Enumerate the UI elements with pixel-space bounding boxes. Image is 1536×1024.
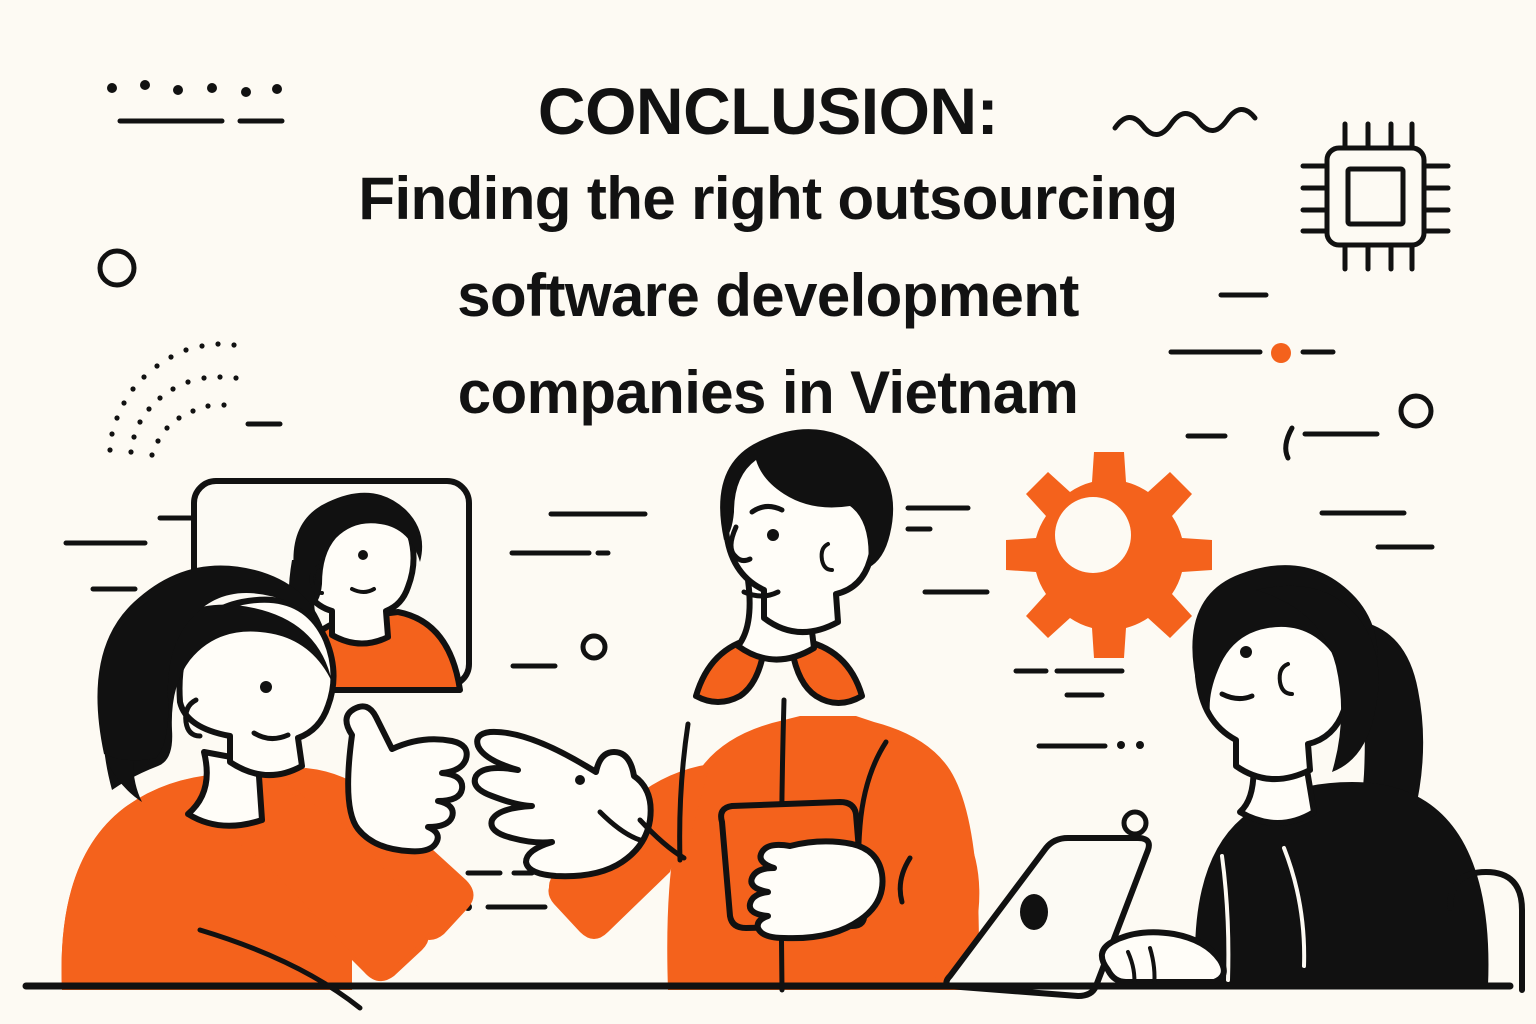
wl-hair-full bbox=[97, 565, 328, 761]
laptop-device bbox=[943, 835, 1152, 999]
mc-brow bbox=[749, 504, 785, 515]
circle-outline-mid bbox=[580, 633, 608, 661]
mc-open-hand bbox=[471, 728, 654, 880]
vc-hair bbox=[293, 492, 423, 608]
wl-eye bbox=[260, 681, 272, 693]
vc-eye bbox=[358, 550, 368, 560]
dash-cluster-right bbox=[1168, 292, 1380, 439]
wl-ear bbox=[183, 697, 203, 739]
mc-cuff-left bbox=[637, 817, 687, 861]
dash-cluster-far-right bbox=[1319, 510, 1435, 550]
wr-ear bbox=[1277, 662, 1294, 696]
curve-stroke-right bbox=[1283, 425, 1295, 461]
woman-left-pointing bbox=[61, 565, 474, 1011]
squiggle-wave bbox=[1112, 107, 1258, 137]
man-center-presenting bbox=[471, 429, 980, 993]
circle-outline-large bbox=[97, 248, 137, 288]
wr-eye bbox=[1240, 646, 1252, 658]
wl-arm-shape bbox=[220, 782, 430, 974]
vc-mouth bbox=[350, 587, 376, 594]
mc-left-seam bbox=[677, 721, 691, 863]
wr-mouth bbox=[1219, 691, 1255, 702]
wr-body bbox=[1194, 782, 1489, 986]
dotted-arc bbox=[107, 341, 239, 458]
orange-dot-accent bbox=[1271, 343, 1291, 363]
dash-cluster-lower bbox=[465, 870, 548, 910]
mc-right-hand bbox=[746, 838, 886, 942]
cpu-chip-icon bbox=[1300, 121, 1451, 272]
vc-ear bbox=[309, 565, 324, 595]
wl-pointing-hand bbox=[343, 703, 470, 855]
mc-right-arm bbox=[892, 776, 980, 980]
woman-right-typing bbox=[1099, 565, 1525, 993]
mc-hair bbox=[720, 429, 894, 568]
wr-typing-hand bbox=[1099, 929, 1227, 988]
gear-icon bbox=[1006, 452, 1212, 658]
dash-cluster-mid bbox=[509, 511, 648, 669]
mc-cuff-right bbox=[897, 855, 913, 905]
wr-arm-line bbox=[1282, 846, 1307, 968]
chair-back bbox=[1447, 869, 1525, 993]
wr-shoulder-line bbox=[1220, 854, 1231, 982]
mc-mouth bbox=[741, 589, 781, 599]
wr-hair-mass bbox=[1256, 585, 1379, 772]
mc-nose bbox=[728, 524, 753, 564]
circle-outline-center-low bbox=[1121, 809, 1149, 837]
circle-outline-right bbox=[1398, 393, 1434, 429]
laptop-logo bbox=[1020, 894, 1048, 930]
mc-collar-right bbox=[789, 637, 865, 706]
dot-row bbox=[107, 80, 282, 97]
wl-sleeve-fold bbox=[197, 927, 363, 1011]
wl-mouth bbox=[251, 730, 291, 741]
dash-cluster-center bbox=[905, 505, 1125, 749]
mc-ear bbox=[819, 542, 834, 572]
dot-pair-center bbox=[1117, 741, 1144, 749]
mc-eye bbox=[767, 529, 779, 541]
